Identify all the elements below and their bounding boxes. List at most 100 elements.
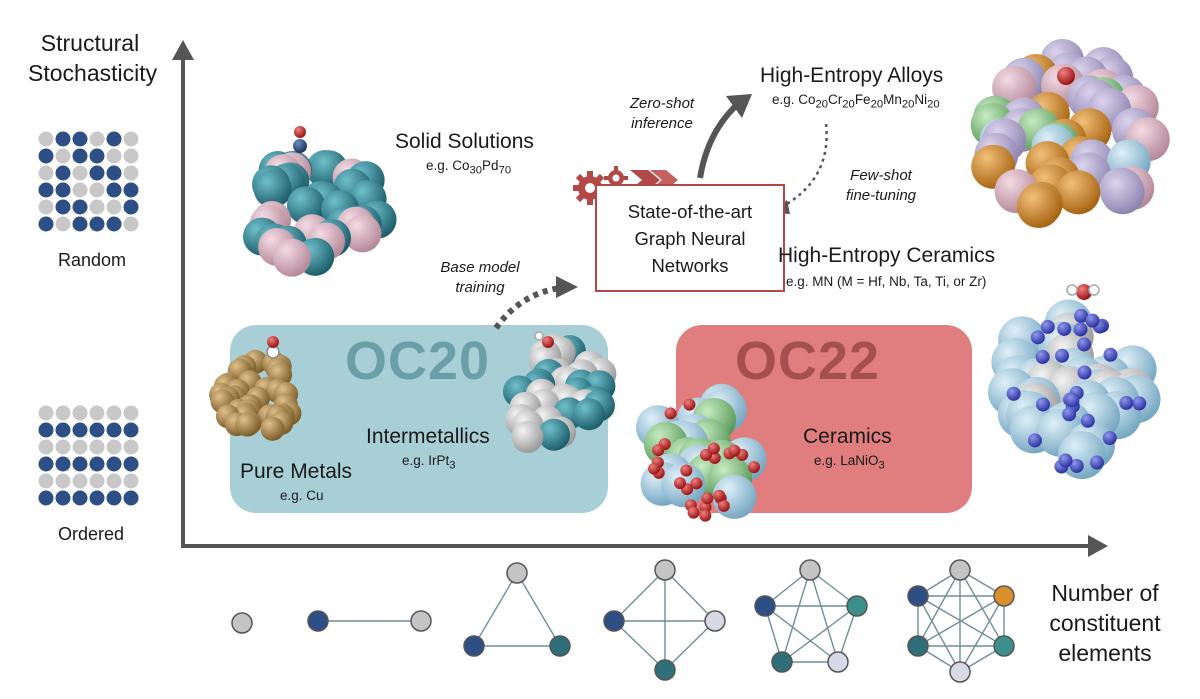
- hea-cluster: [970, 38, 1170, 229]
- solid-solutions-example: e.g. Co30Pd70: [426, 158, 511, 177]
- intermetallics-label: Intermetallics: [366, 425, 490, 448]
- oxygen-atom: [713, 489, 726, 502]
- oxygen-atom: [701, 492, 714, 505]
- hea-ex-part: Mn: [883, 92, 902, 107]
- lattice-atom: [55, 439, 71, 455]
- oxygen-atom: [648, 462, 661, 475]
- lattice-atom: [106, 148, 122, 164]
- y-axis-title-line2: Stochasticity: [28, 60, 158, 86]
- zero-shot-annotation: Zero-shot inference: [612, 94, 712, 134]
- lattice-atom: [89, 199, 105, 215]
- lattice-atom: [123, 490, 139, 506]
- x-axis-title: Number of constituent elements: [1030, 578, 1180, 668]
- lattice-atom: [106, 165, 122, 181]
- lattice-atom: [106, 182, 122, 198]
- lattice-atom: [55, 199, 71, 215]
- graph-node: [949, 559, 971, 581]
- adsorbate-atom: [267, 336, 279, 348]
- graph-edge: [781, 605, 858, 663]
- pure-metal-cluster: [209, 336, 302, 441]
- zero-shot-arrowhead: [726, 94, 752, 118]
- oc20-title: OC20: [345, 331, 491, 391]
- lattice-atom: [123, 456, 139, 472]
- ss-ex-a: e.g. Co: [426, 158, 470, 173]
- lattice-atom: [55, 473, 71, 489]
- im-ex-sub: 3: [449, 459, 456, 472]
- nitrogen-atom: [1132, 396, 1147, 411]
- ceramics-example: e.g. LaNiO3: [814, 453, 885, 472]
- lattice-atom: [38, 490, 54, 506]
- hea-ex-part: 20: [870, 98, 884, 111]
- ordered-label: Ordered: [58, 524, 125, 544]
- hea-ex-part: 20: [815, 98, 829, 111]
- nitrogen-atom: [1074, 308, 1089, 323]
- cluster-atom: [253, 169, 292, 208]
- cluster-atom: [1056, 170, 1101, 215]
- nitrogen-atom: [1103, 347, 1118, 362]
- cluster-atom: [260, 416, 285, 441]
- cluster-atom: [538, 418, 571, 451]
- hea-ex-part: 20: [901, 98, 915, 111]
- lattice-atom: [89, 439, 105, 455]
- y-axis-arrowhead: [172, 40, 194, 60]
- im-ex-a: e.g. IrPt: [402, 453, 450, 468]
- graph-node: [654, 659, 676, 681]
- lattice-atom: [38, 456, 54, 472]
- lattice-atom: [55, 148, 71, 164]
- lattice-atom: [106, 199, 122, 215]
- x-axis-arrowhead: [1088, 535, 1108, 557]
- nitrogen-atom: [1080, 413, 1095, 428]
- intermetallic-cluster: [502, 331, 617, 454]
- base-model-line1: Base model: [440, 259, 520, 276]
- oxygen-atom: [728, 444, 741, 457]
- adsorbate-atom: [293, 139, 307, 153]
- nitrogen-atom: [1062, 407, 1077, 422]
- lattice-atom: [72, 456, 88, 472]
- lattice-atom: [106, 405, 122, 421]
- lattice-atom: [106, 439, 122, 455]
- ss-ex-sub2: 70: [498, 164, 512, 177]
- ordered-lattice: [38, 405, 139, 506]
- oxygen-atom: [699, 509, 712, 522]
- graph-node: [993, 585, 1015, 607]
- graph-node: [654, 559, 676, 581]
- nitrogen-atom: [1006, 386, 1021, 401]
- graph-node: [506, 562, 528, 584]
- lattice-atom: [123, 422, 139, 438]
- oxygen-atom: [690, 477, 703, 490]
- nitrogen-atom: [1077, 337, 1092, 352]
- graph-edge: [764, 605, 839, 663]
- ss-ex-b: Pd: [482, 158, 499, 173]
- lattice-atom: [123, 182, 139, 198]
- lattice-atom: [72, 131, 88, 147]
- hec-cluster: [987, 284, 1161, 480]
- lattice-atom: [38, 422, 54, 438]
- lattice-atom: [89, 131, 105, 147]
- solid-solutions-label: Solid Solutions: [395, 130, 534, 153]
- graph-node: [410, 610, 432, 632]
- cluster-atom: [511, 421, 544, 454]
- lattice-atom: [89, 182, 105, 198]
- lattice-atom: [55, 422, 71, 438]
- lattice-atom: [89, 405, 105, 421]
- lattice-atom: [72, 422, 88, 438]
- oxygen-atom: [683, 398, 696, 411]
- lattice-atom: [38, 165, 54, 181]
- lattice-atom: [55, 490, 71, 506]
- adsorbate-atom: [542, 336, 554, 348]
- base-model-line2: training: [455, 279, 505, 296]
- ceramics-label: Ceramics: [803, 425, 892, 448]
- lattice-atom: [89, 456, 105, 472]
- base-model-annotation: Base model training: [425, 258, 535, 298]
- nitrogen-atom: [1077, 365, 1092, 380]
- cluster-atom: [272, 238, 311, 277]
- lattice-atom: [38, 199, 54, 215]
- adsorbate-atom: [1076, 284, 1092, 300]
- nitrogen-atom: [1035, 397, 1050, 412]
- lattice-atom: [89, 165, 105, 181]
- hea-ex-part: Cr: [828, 92, 843, 107]
- ss-ex-sub1: 30: [469, 164, 483, 177]
- graph-node: [907, 585, 929, 607]
- y-axis-title-line1: Structural: [40, 30, 140, 56]
- oxygen-atom: [680, 464, 693, 477]
